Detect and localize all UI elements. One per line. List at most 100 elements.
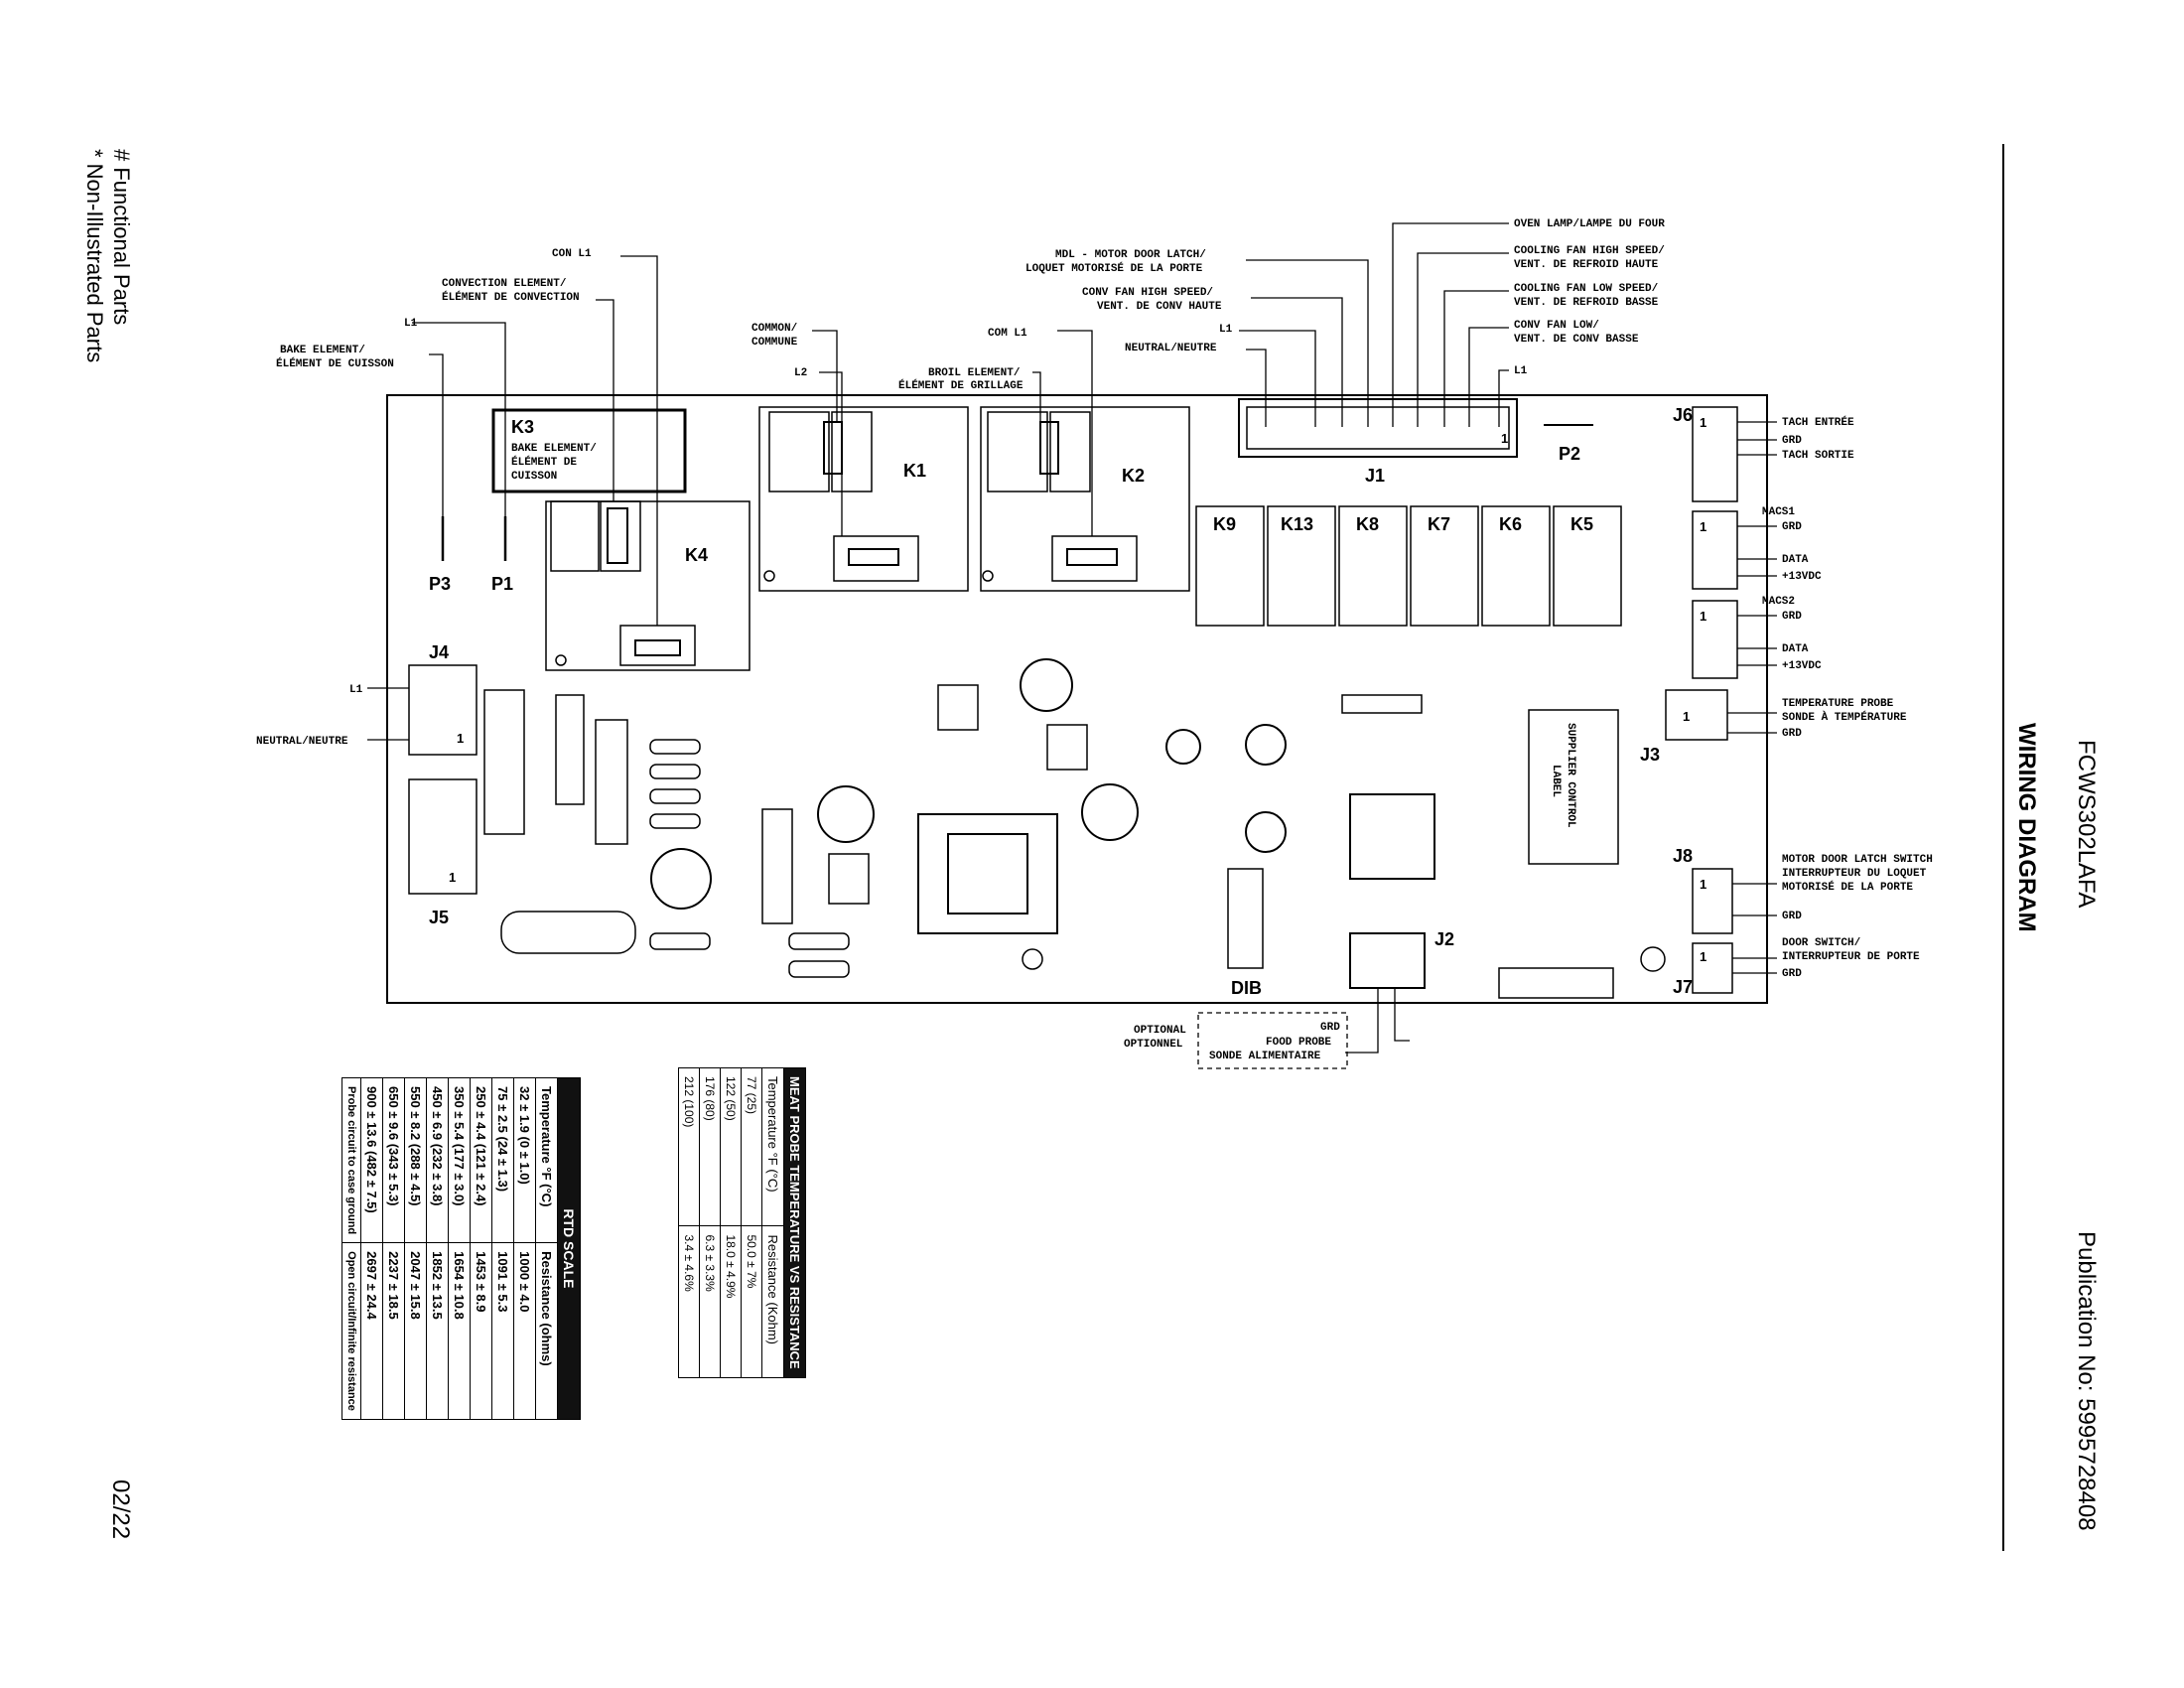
rtd-res-cell: 2237 ± 18.5 [382, 1242, 405, 1420]
connector-macs1 [1692, 510, 1738, 590]
connector-j3 [1665, 689, 1728, 741]
label-macs2: MACS2 [1762, 596, 1795, 608]
rtd-temp-cell: 32 ± 1.9 (0 ± 1.0) [513, 1077, 536, 1243]
label-grd-j8: GRD [1782, 911, 1802, 922]
rtd-res-cell: 1091 ± 5.3 [491, 1242, 514, 1420]
table-row: 176 (80)6.3 ± 3.3% [699, 1067, 721, 1378]
label-conv-low-fr: VENT. DE CONV BASSE [1514, 334, 1639, 346]
label-l1-j4: L1 [349, 684, 363, 696]
rtd-col-temp: Temperature °F (°C) [535, 1077, 558, 1243]
label-temp-probe-en: TEMPERATURE PROBE [1782, 698, 1894, 710]
table-row: 250 ± 4.4 (121 ± 2.4)1453 ± 8.9 [470, 1077, 492, 1420]
connector-j8 [1692, 868, 1733, 934]
meat-temp-cell: 212 (100) [678, 1067, 700, 1226]
label-conv-low-en: CONV FAN LOW/ [1514, 320, 1599, 332]
label-grd-macs1: GRD [1782, 521, 1802, 533]
label-mdl-switch-1: MOTOR DOOR LATCH SWITCH [1782, 854, 1933, 866]
label-mdl-en: MDL - MOTOR DOOR LATCH/ [1055, 249, 1206, 261]
relay-k1 [758, 406, 969, 592]
label-com-l1: COM L1 [988, 328, 1027, 340]
label-neutral-j1: NEUTRAL/NEUTRE [1125, 343, 1217, 354]
connector-j4 [408, 664, 478, 756]
label-food-probe-en: FOOD PROBE [1266, 1037, 1331, 1049]
label-broil-fr: ÉLÉMENT DE GRILLAGE [898, 378, 1024, 392]
connector-j1 [1238, 398, 1518, 458]
relay-k2-label: K2 [1122, 466, 1145, 486]
meat-probe-title: MEAT PROBE TEMPERATURE VS RESISTANCE [783, 1067, 806, 1378]
connector-j5 [408, 778, 478, 895]
label-grd-j7: GRD [1782, 968, 1802, 980]
label-convection-en: CONVECTION ELEMENT/ [442, 278, 567, 290]
label-l1-j1: L1 [1219, 324, 1233, 336]
connector-macs2-pin1: 1 [1700, 609, 1706, 624]
table-row: 212 (100)3.4 ± 4.6% [678, 1067, 700, 1378]
rtd-res-cell: 2047 ± 15.8 [404, 1242, 427, 1420]
connector-j4-pin1: 1 [457, 731, 464, 746]
label-common-fr: COMMUNE [751, 337, 798, 349]
table-row: 350 ± 5.4 (177 ± 3.0)1654 ± 10.8 [448, 1077, 471, 1420]
connector-j8-label: J8 [1673, 846, 1693, 866]
relay-k1-label: K1 [903, 461, 926, 481]
relay-k6-label: K6 [1499, 514, 1522, 534]
rtd-res-cell: 2697 ± 24.4 [360, 1242, 383, 1420]
label-cool-low-fr: VENT. DE REFROID BASSE [1514, 297, 1659, 309]
table-row: 900 ± 13.6 (482 ± 7.5)2697 ± 24.4 [360, 1077, 383, 1420]
label-grd-macs2: GRD [1782, 611, 1802, 623]
connector-j1-pin1: 1 [1501, 431, 1508, 446]
relay-k13 [1267, 505, 1336, 627]
connector-j3-label: J3 [1640, 745, 1660, 765]
wire-leaders [367, 222, 1777, 1054]
label-cool-high-en: COOLING FAN HIGH SPEED/ [1514, 245, 1665, 257]
relay-k7-label: K7 [1428, 514, 1450, 534]
connector-p3-label: P3 [429, 574, 451, 594]
optional-food-probe-box [1197, 1012, 1348, 1069]
rtd-temp-cell: 450 ± 6.9 (232 ± 3.8) [426, 1077, 449, 1243]
connector-j8-pin1: 1 [1700, 877, 1706, 892]
relay-k13-label: K13 [1281, 514, 1313, 534]
rtd-col-res: Resistance (ohms) [535, 1242, 558, 1420]
connector-j7 [1692, 942, 1733, 994]
connector-p2-label: P2 [1559, 444, 1580, 464]
rtd-temp-cell: 350 ± 5.4 (177 ± 3.0) [448, 1077, 471, 1243]
label-l2: L2 [794, 367, 807, 379]
meat-res-cell: 18.0 ± 4.9% [720, 1225, 742, 1378]
relay-k9 [1195, 505, 1265, 627]
table-row: 32 ± 1.9 (0 ± 1.0)1000 ± 4.0 [513, 1077, 536, 1420]
relay-k5 [1553, 505, 1622, 627]
connector-j6-label: J6 [1673, 405, 1693, 425]
label-door-switch-en: DOOR SWITCH/ [1782, 937, 1861, 949]
connector-j7-pin1: 1 [1700, 949, 1706, 964]
label-broil-en: BROIL ELEMENT/ [928, 367, 1021, 379]
label-vdc-macs1: +13VDC [1782, 571, 1822, 583]
rtd-footer-right: Open circuit/Infinite resistance [341, 1242, 361, 1420]
table-row: 450 ± 6.9 (232 ± 3.8)1852 ± 13.5 [426, 1077, 449, 1420]
connector-j6-pin1: 1 [1700, 415, 1706, 430]
connector-j5-pin1: 1 [449, 870, 456, 885]
connector-j2 [1349, 932, 1426, 989]
table-row: 122 (50)18.0 ± 4.9% [720, 1067, 742, 1378]
label-door-switch-fr: INTERRUPTEUR DE PORTE [1782, 951, 1920, 963]
rtd-temp-cell: 75 ± 2.5 (24 ± 1.3) [491, 1077, 514, 1243]
relay-k8 [1338, 505, 1408, 627]
label-optional-fr: OPTIONNEL [1124, 1039, 1183, 1051]
label-conv-high-fr: VENT. DE CONV HAUTE [1097, 301, 1222, 313]
relay-k2 [980, 406, 1190, 592]
label-vdc-macs2: +13VDC [1782, 660, 1822, 672]
label-neutral-j4: NEUTRAL/NEUTRE [256, 736, 348, 748]
meat-res-cell: 6.3 ± 3.3% [699, 1225, 721, 1378]
meat-temp-cell: 77 (25) [741, 1067, 762, 1226]
connector-macs1-pin1: 1 [1700, 519, 1706, 534]
label-data-macs2: DATA [1782, 643, 1809, 655]
relay-k5-label: K5 [1570, 514, 1593, 534]
relay-k3-label: K3 [511, 417, 534, 437]
meat-col-res: Resistance (Kohm) [761, 1225, 784, 1378]
label-cool-low-en: COOLING FAN LOW SPEED/ [1514, 283, 1659, 295]
label-conv-high-en: CONV FAN HIGH SPEED/ [1082, 287, 1213, 299]
rtd-scale-table: RTD SCALE Temperature °F (°C) Resistance… [341, 1077, 581, 1420]
supplier-label-line-2: LABEL [1550, 765, 1562, 797]
label-macs1: MACS1 [1762, 506, 1795, 518]
label-bake-element-fr: ÉLÉMENT DE CUISSON [276, 356, 394, 370]
supplier-control-label-box [1528, 709, 1619, 865]
label-bake-element-en: BAKE ELEMENT/ [280, 345, 365, 356]
rtd-temp-cell: 550 ± 8.2 (288 ± 4.5) [404, 1077, 427, 1243]
